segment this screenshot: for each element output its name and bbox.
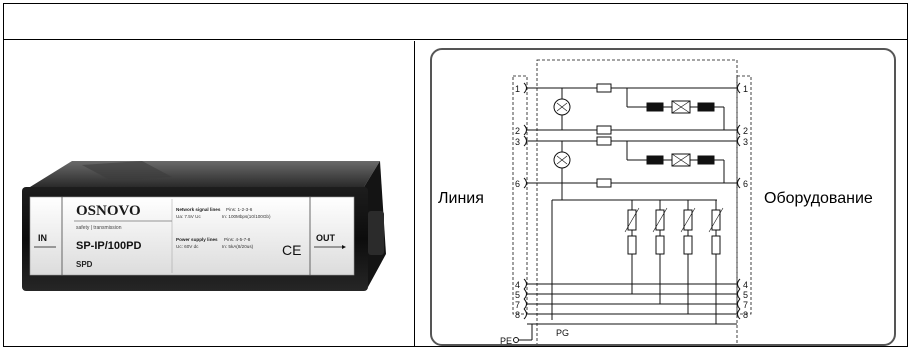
pin-right-6: 6: [743, 179, 748, 189]
pe-label: PE: [500, 336, 512, 346]
pin-right-7: 7: [743, 300, 748, 310]
spec-power-title: Power supply lines: [176, 237, 218, 242]
pin-left-8: 8: [515, 310, 520, 320]
port-out-label: OUT: [316, 233, 336, 243]
pin-left-4: 4: [515, 280, 520, 290]
brand-name: OSNOVO: [76, 203, 141, 219]
pin-right-1: 1: [743, 84, 748, 94]
product-image: IN OSNOVO safety | transmission SP-IP/10…: [22, 161, 386, 291]
spec-network-line3: In: 100Mbps(10/100Gb): [222, 214, 271, 219]
label-equipment-side: Оборудование: [764, 190, 873, 207]
pin-right-2: 2: [743, 126, 748, 136]
label-line-side: Линия: [438, 190, 484, 207]
pin-left-2: 2: [515, 126, 520, 136]
pin-right-3: 3: [743, 137, 748, 147]
spec-power-line2: Uc: 60V dc: [176, 244, 199, 249]
pin-right-5: 5: [743, 290, 748, 300]
port-in-label: IN: [38, 233, 47, 243]
pg-label: PG: [556, 328, 569, 338]
circuit-diagram: 1 2 3 6 4 5 7 8 1 2 3 6 4 5 7 8 PG: [500, 59, 752, 346]
device-type: SPD: [76, 260, 93, 269]
spec-network-line2: Ua: 7.5V Uc: [176, 214, 201, 219]
pin-left-7: 7: [515, 300, 520, 310]
pin-left-6: 6: [515, 179, 520, 189]
brand-tagline: safety | transmission: [76, 225, 122, 231]
pin-right-8: 8: [743, 310, 748, 320]
product-photo-cell: IN OSNOVO safety | transmission SP-IP/10…: [4, 41, 415, 347]
table-header-row: [4, 4, 907, 40]
model-name: SP-IP/100PD: [76, 240, 141, 252]
ce-mark: CE: [282, 242, 301, 258]
spec-network-line1: Pins: 1-2-3-6: [226, 207, 253, 212]
pin-left-1: 1: [515, 84, 520, 94]
spec-power-line1: Pins: 4-5-7-8: [224, 237, 251, 242]
pin-left-5: 5: [515, 290, 520, 300]
pin-left-3: 3: [515, 137, 520, 147]
schematic-frame: Линия Оборудование: [430, 48, 896, 346]
document-table: IN OSNOVO safety | transmission SP-IP/10…: [3, 3, 908, 347]
spec-network-title: Network signal lines: [176, 207, 221, 212]
schematic-cell: Линия Оборудование: [416, 41, 908, 347]
pin-right-4: 4: [743, 280, 748, 290]
spec-power-line3: In: 5kA(8/20us): [222, 244, 254, 249]
